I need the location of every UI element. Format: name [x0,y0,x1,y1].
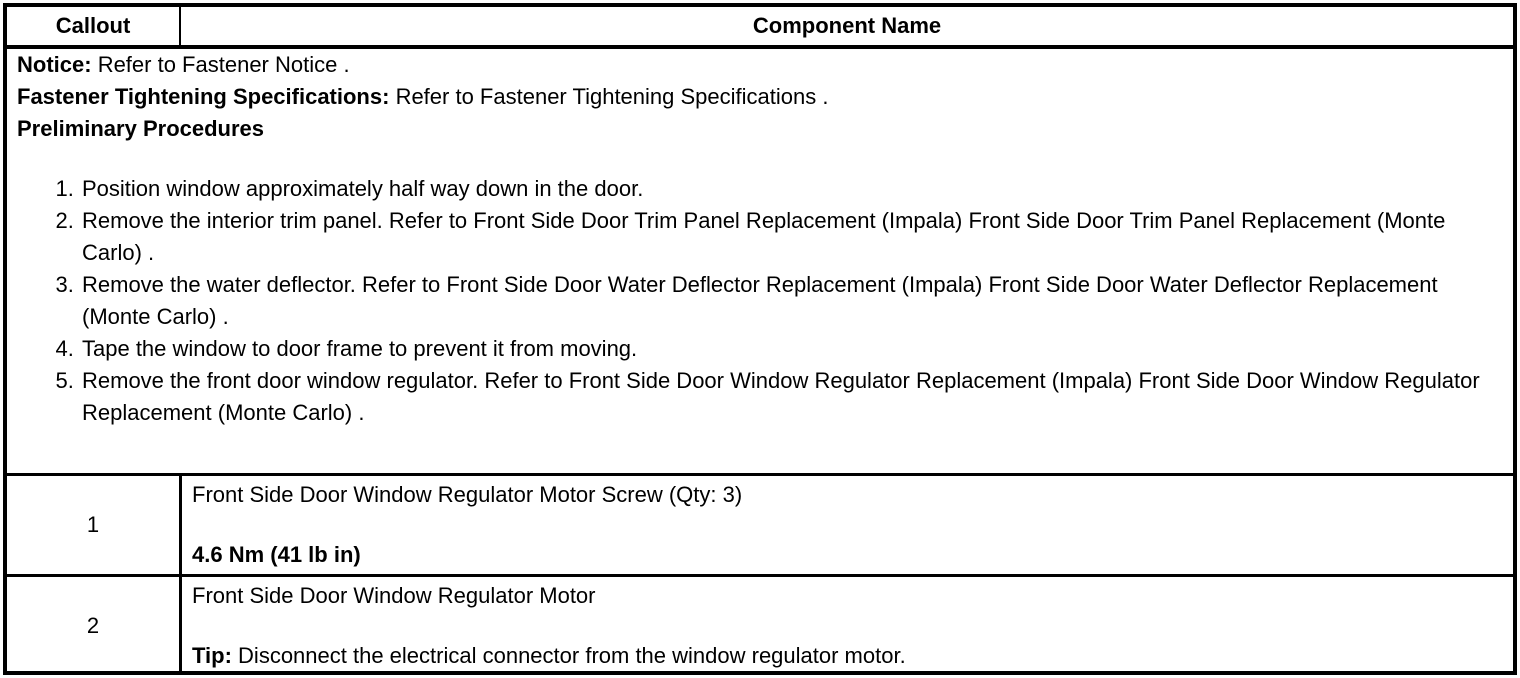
header-callout: Callout [7,7,181,45]
procedure-step: Tape the window to door frame to prevent… [80,333,1501,365]
notes-cell: Notice: Refer to Fastener Notice . Faste… [7,49,1513,473]
procedure-step: Remove the interior trim panel. Refer to… [80,205,1501,269]
fastener-specs-paragraph: Fastener Tightening Specifications: Refe… [17,81,1501,113]
component-name: Front Side Door Window Regulator Motor [192,583,596,608]
notice-label: Notice: [17,52,92,77]
component-cell: Front Side Door Window Regulator Motor S… [182,476,1513,574]
preliminary-procedures-list: Position window approximately half way d… [17,173,1501,429]
procedure-step: Position window approximately half way d… [80,173,1501,205]
component-cell: Front Side Door Window Regulator Motor T… [182,577,1513,671]
table-row: 2 Front Side Door Window Regulator Motor… [7,574,1513,671]
tip-label: Tip: [192,643,232,668]
notice-paragraph: Notice: Refer to Fastener Notice . [17,49,1501,81]
torque-spec: 4.6 Nm (41 lb in) [192,542,361,567]
fastener-spec-table: Callout Component Name Notice: Refer to … [3,3,1517,675]
table-header-row: Callout Component Name [7,7,1513,49]
tip-paragraph: Tip: Disconnect the electrical connector… [192,640,1503,671]
fastener-specs-label: Fastener Tightening Specifications: [17,84,390,109]
callout-number: 2 [7,577,182,671]
component-name: Front Side Door Window Regulator Motor S… [192,482,743,507]
table-row: 1 Front Side Door Window Regulator Motor… [7,473,1513,574]
callout-number: 1 [7,476,182,574]
notice-text: Refer to Fastener Notice . [97,52,350,77]
preliminary-procedures-heading: Preliminary Procedures [17,116,265,141]
header-component-name: Component Name [752,13,942,38]
procedure-step: Remove the water deflector. Refer to Fro… [80,269,1501,333]
procedure-step: Remove the front door window regulator. … [80,365,1501,429]
tip-text: Disconnect the electrical connector from… [238,643,906,668]
fastener-specs-text: Refer to Fastener Tightening Specificati… [395,84,829,109]
